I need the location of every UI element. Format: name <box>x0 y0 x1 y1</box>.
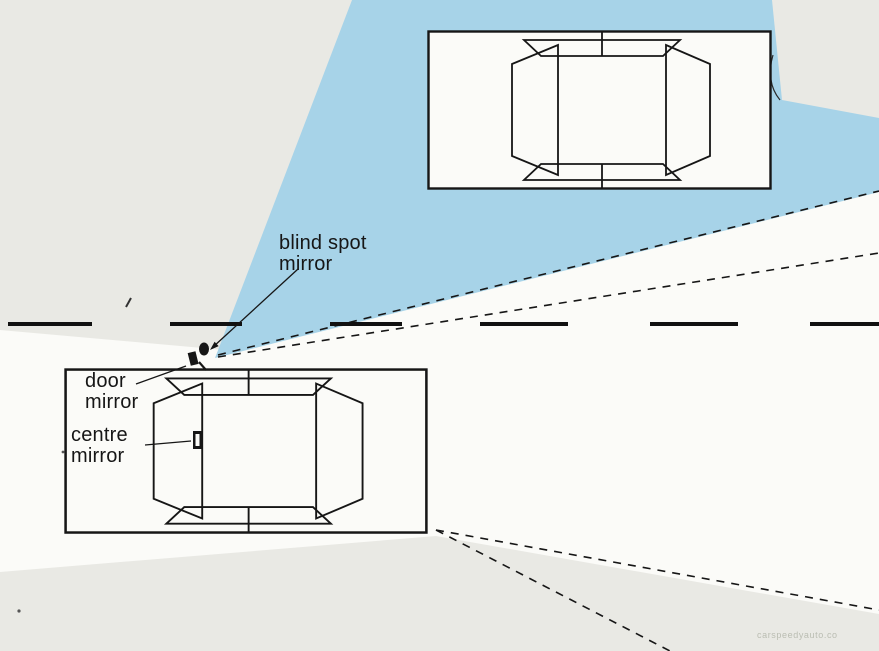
centre-mirror-glass <box>195 434 200 446</box>
blind-spot-pointer-arrowhead <box>210 341 219 350</box>
centre-mirror-pointer-line <box>144 440 192 446</box>
lane-dash <box>8 322 92 326</box>
top-right-gray-patch <box>772 0 879 118</box>
label-line: mirror <box>71 445 125 467</box>
centre-mirror-marker <box>193 431 202 449</box>
stray-mark <box>17 609 21 613</box>
lane-markings <box>8 322 879 326</box>
door-mirror-figure <box>187 342 209 371</box>
lane-dash <box>170 322 242 326</box>
lane-dash <box>480 322 568 326</box>
blind-spot-mirror-head <box>199 342 209 356</box>
door-mirror-housing <box>187 351 199 366</box>
stray-mark <box>61 450 65 454</box>
door-mirror-sight-line-lower <box>217 252 879 358</box>
centre-mirror-label: centre mirror <box>71 425 128 467</box>
blind-spot-mirror-label: blind spot mirror <box>279 233 367 275</box>
door-mirror-label: door mirror <box>85 371 138 413</box>
label-line: door <box>85 370 126 392</box>
watermark-text: carspeedyauto.co <box>757 630 838 640</box>
stray-mark <box>125 297 132 308</box>
label-line: blind spot <box>279 232 367 254</box>
lane-dash <box>330 322 402 326</box>
lane-dash <box>650 322 738 326</box>
centre-mirror-sight-line-shallow <box>435 529 879 611</box>
lane-dash <box>810 322 879 326</box>
mirror-stem <box>198 361 207 371</box>
overtaking-car <box>427 30 772 190</box>
label-line: mirror <box>279 253 333 275</box>
label-line: centre <box>71 424 128 446</box>
label-line: mirror <box>85 391 139 413</box>
door-mirror-pointer-line <box>135 365 187 385</box>
blind-spot-pointer-line <box>212 268 299 348</box>
